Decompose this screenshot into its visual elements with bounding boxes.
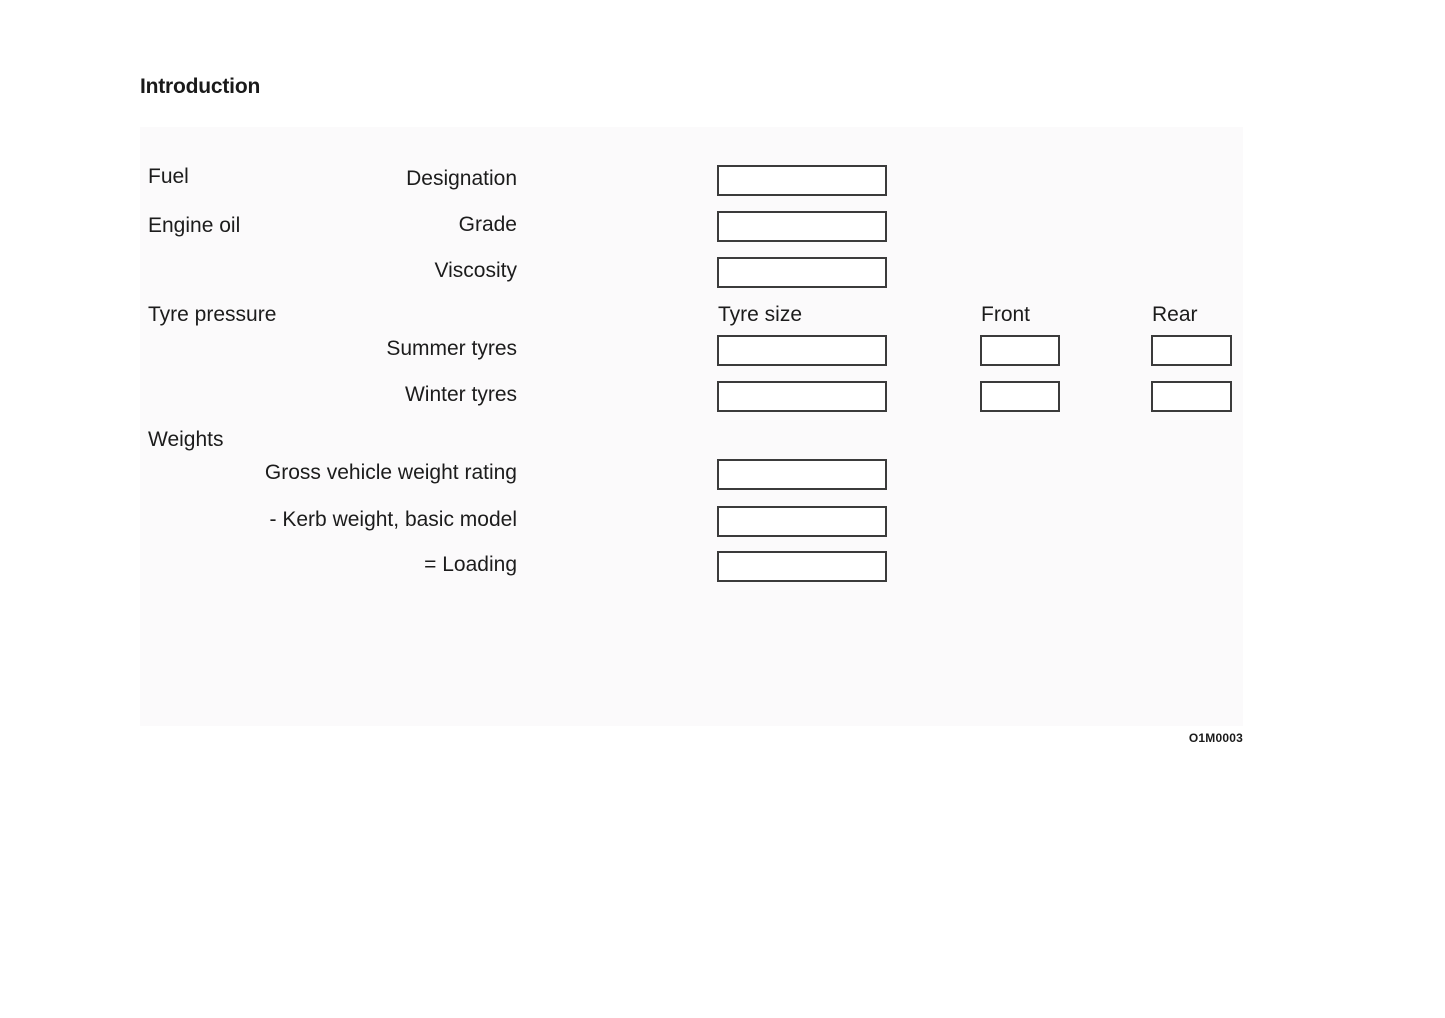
- section-label-fuel: Fuel: [148, 165, 189, 188]
- input-winter-tyre-size[interactable]: [717, 381, 887, 412]
- field-row-loading: = Loading: [140, 551, 1243, 583]
- label-designation: Designation: [406, 167, 517, 190]
- label-gross-vehicle-weight-rating: Gross vehicle weight rating: [264, 461, 517, 484]
- column-header-front: Front: [981, 303, 1031, 326]
- input-loading[interactable]: [717, 551, 887, 582]
- input-summer-front-pressure[interactable]: [980, 335, 1060, 366]
- label-summer-tyres: Summer tyres: [386, 337, 517, 360]
- page-title: Introduction: [140, 75, 261, 98]
- field-row-designation: Designation: [140, 165, 1243, 197]
- vehicle-data-form-panel: Fuel Engine oil Tyre pressure Weights De…: [140, 127, 1243, 745]
- field-row-grade: Grade: [140, 211, 1243, 243]
- input-kerb-weight[interactable]: [717, 506, 887, 537]
- section-label-weights: Weights: [148, 428, 224, 451]
- input-viscosity[interactable]: [717, 257, 887, 288]
- label-kerb-weight: - Kerb weight, basic model: [269, 508, 517, 531]
- figure-reference-code: O1M0003: [1188, 731, 1243, 745]
- field-row-summer-tyres: Summer tyres: [140, 335, 1243, 367]
- input-gross-vehicle-weight-rating[interactable]: [717, 459, 887, 490]
- input-winter-rear-pressure[interactable]: [1151, 381, 1232, 412]
- input-summer-tyre-size[interactable]: [717, 335, 887, 366]
- input-summer-rear-pressure[interactable]: [1151, 335, 1232, 366]
- field-row-gross-vehicle-weight-rating: Gross vehicle weight rating: [140, 459, 1243, 491]
- input-winter-front-pressure[interactable]: [980, 381, 1060, 412]
- column-header-rear: Rear: [1152, 303, 1198, 326]
- input-grade[interactable]: [717, 211, 887, 242]
- column-header-tyre-size: Tyre size: [718, 303, 803, 326]
- field-row-winter-tyres: Winter tyres: [140, 381, 1243, 413]
- label-viscosity: Viscosity: [434, 259, 517, 282]
- label-winter-tyres: Winter tyres: [404, 383, 517, 406]
- input-designation[interactable]: [717, 165, 887, 196]
- field-row-kerb-weight: - Kerb weight, basic model: [140, 506, 1243, 538]
- section-label-engine-oil: Engine oil: [148, 214, 241, 237]
- section-label-tyre-pressure: Tyre pressure: [148, 303, 277, 326]
- label-loading: = Loading: [424, 553, 517, 576]
- label-grade: Grade: [458, 213, 517, 236]
- field-row-viscosity: Viscosity: [140, 257, 1243, 289]
